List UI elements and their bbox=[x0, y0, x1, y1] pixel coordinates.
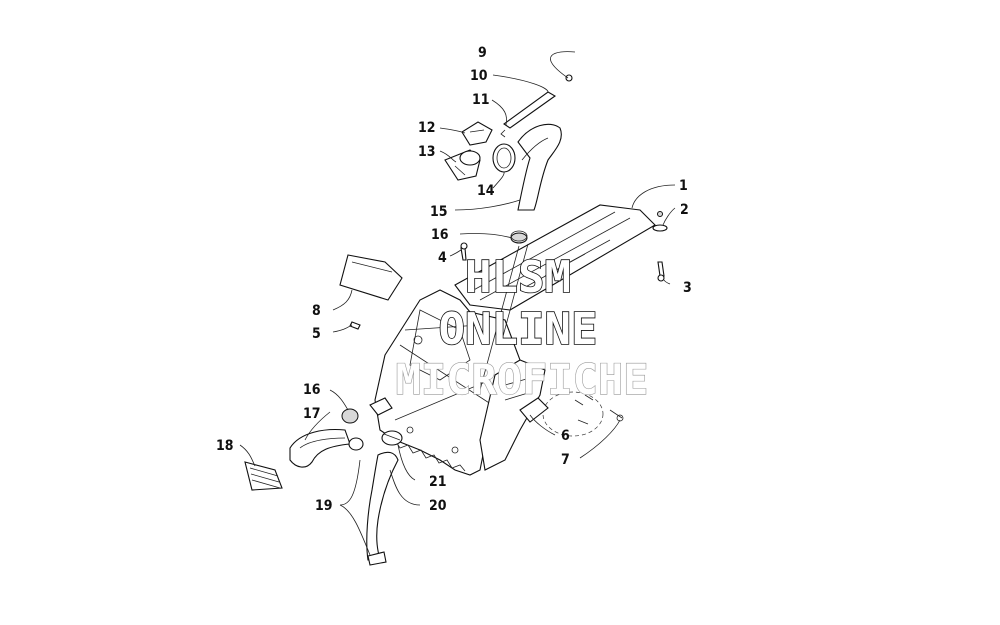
part-16-upper-clamp bbox=[510, 230, 528, 244]
watermark-line-2: ONLINE bbox=[439, 304, 598, 355]
callout-8: 8 bbox=[312, 303, 321, 319]
part-3-bolt bbox=[657, 261, 665, 282]
watermark-line-3: MICROFICHE bbox=[396, 355, 649, 404]
callout-3: 3 bbox=[683, 280, 692, 296]
watermark-line-1: HLSM bbox=[465, 252, 571, 303]
part-8-shroud bbox=[339, 254, 403, 301]
leader-lines bbox=[239, 51, 676, 556]
radiator-housing bbox=[374, 204, 656, 476]
part-16-lower-clamp bbox=[341, 408, 364, 451]
callout-21: 21 bbox=[429, 474, 447, 490]
callout-11: 11 bbox=[472, 92, 490, 108]
part-18-bellows bbox=[244, 461, 283, 491]
callout-12: 12 bbox=[418, 120, 436, 136]
callout-1: 1 bbox=[679, 178, 688, 194]
part-15-hose bbox=[517, 123, 562, 211]
part-6-7-plate bbox=[519, 391, 624, 437]
callout-labels: 9 10 11 12 13 14 15 16 4 1 2 3 8 5 16 17… bbox=[216, 45, 692, 514]
callout-16-upper: 16 bbox=[431, 227, 449, 243]
part-12-cap bbox=[461, 121, 493, 146]
part-20-hose bbox=[366, 451, 399, 561]
outlet-neck bbox=[369, 397, 393, 416]
callout-13: 13 bbox=[418, 144, 436, 160]
part-17-elbow-hose bbox=[289, 429, 351, 468]
callout-15: 15 bbox=[430, 204, 448, 220]
callout-6: 6 bbox=[561, 428, 570, 444]
part-13-filler-neck bbox=[444, 149, 481, 181]
watermark: HLSM ONLINE MICROFICHE bbox=[395, 251, 649, 404]
callout-17: 17 bbox=[303, 406, 321, 422]
callout-18: 18 bbox=[216, 438, 234, 454]
part-21-clamp bbox=[381, 430, 403, 446]
callout-20: 20 bbox=[429, 498, 447, 514]
part-19-clamp bbox=[367, 551, 387, 566]
callout-7: 7 bbox=[561, 452, 570, 468]
callout-2: 2 bbox=[680, 202, 689, 218]
callout-19: 19 bbox=[315, 498, 333, 514]
callout-16-lower: 16 bbox=[303, 382, 321, 398]
part-5-clip bbox=[349, 321, 361, 330]
callout-9: 9 bbox=[478, 45, 487, 61]
part-9-11-rod bbox=[500, 74, 573, 138]
part-2-washer bbox=[652, 211, 668, 232]
part-4-screw bbox=[460, 242, 468, 261]
part-14-clamp bbox=[492, 143, 516, 173]
callout-4: 4 bbox=[438, 250, 447, 266]
callout-5: 5 bbox=[312, 326, 321, 342]
callout-10: 10 bbox=[470, 68, 488, 84]
callout-14: 14 bbox=[477, 183, 495, 199]
